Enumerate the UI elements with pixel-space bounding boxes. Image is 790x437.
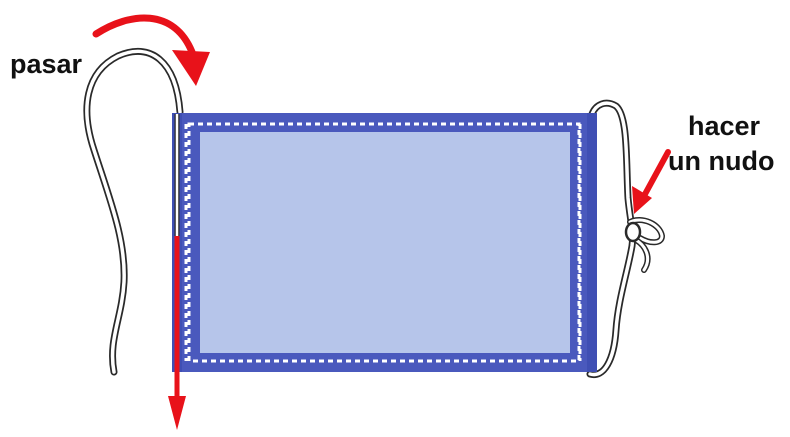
mask-fabric-panel: [200, 132, 570, 353]
label-hacer: hacer: [688, 111, 760, 141]
knot-arrow-icon: [632, 152, 668, 214]
mask-body: [172, 113, 597, 372]
label-un-nudo: un nudo: [668, 146, 774, 176]
label-pasar: pasar: [10, 49, 82, 79]
left-elastic-cord: [87, 51, 180, 372]
